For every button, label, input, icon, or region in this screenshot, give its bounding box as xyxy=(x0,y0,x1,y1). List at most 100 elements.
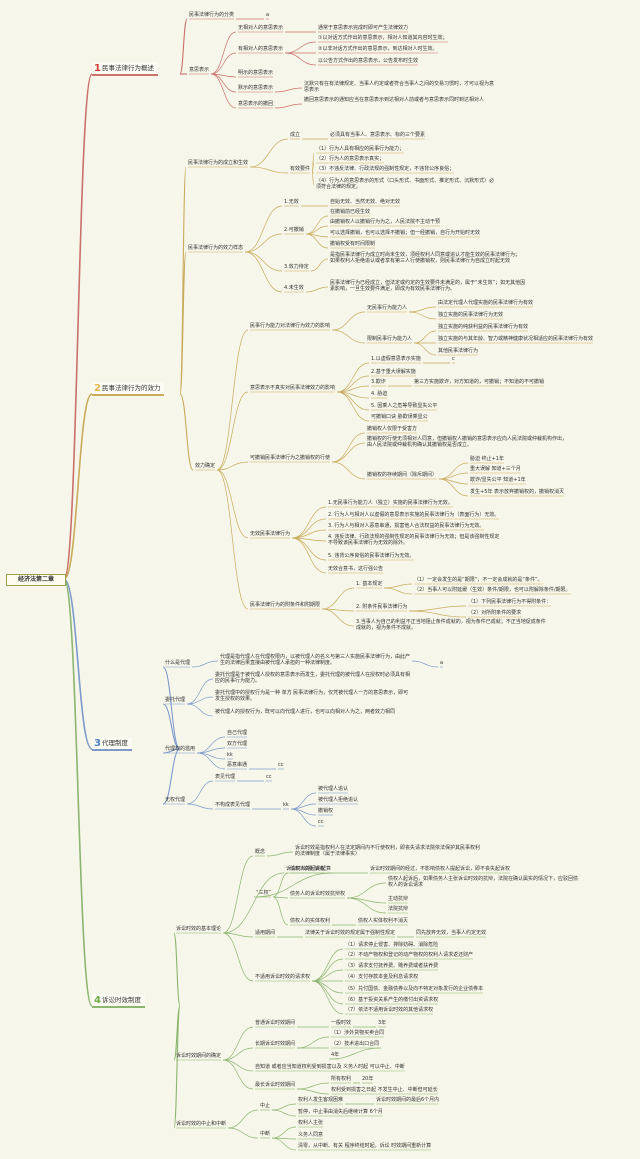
node-22[interactable]: 民事法律行为的效力样态 xyxy=(188,245,244,251)
node-127[interactable]: （2）技术进出口合同 xyxy=(331,1041,380,1047)
node-18[interactable]: （1）行为人具有相应的民事行为能力； xyxy=(316,146,405,152)
node-104[interactable]: 债务人的诉讼时效抗辩权 xyxy=(290,891,346,897)
node-63[interactable]: 3. 行为人与相对人恶意串通，损害他人合法权益的民事法律行为无效。 xyxy=(328,523,485,529)
node-79[interactable]: 委托代理是于被代理人授权的意思表示而发生，委托代理的被代理人在授权时必须具有相应… xyxy=(215,672,411,684)
node-54[interactable]: 撤销权的行使无须相对人同意，但撤销权人撤销的意思表示应向人民法院或仲裁机构作出，… xyxy=(367,436,568,448)
node-94[interactable]: 被代理人拒绝追认 xyxy=(318,797,359,803)
node-24[interactable]: 自始无效、当然无效、绝对无效 xyxy=(330,199,401,205)
node-51[interactable]: 可撤销口诀 胁欺误乘显公 xyxy=(371,414,428,420)
node-78[interactable]: 委托代理 xyxy=(165,697,186,703)
node-13[interactable]: 撤回意思表示的通知应当在意思表示到达相对人前或者与意思表示同时到达相对人 xyxy=(304,97,485,103)
node-92[interactable]: kk xyxy=(283,802,289,808)
node-16[interactable]: 必须具有当事人、意思表示、标的三个要素 xyxy=(330,132,426,138)
node-142[interactable]: 清零，从中断、有关 程序终结时起，诉讼 时效期间重新计算 xyxy=(298,1143,432,1149)
node-45[interactable]: c xyxy=(452,356,455,362)
node-47[interactable]: 3.欺诈 xyxy=(371,379,386,385)
node-14[interactable]: 民事法律行为的成立和生效 xyxy=(188,160,249,166)
node-86[interactable]: 恶意串通 xyxy=(227,762,248,768)
node-135[interactable]: 中止 xyxy=(260,1103,271,1109)
node-59[interactable]: 发生+5年 表示放弃撤销权的，撤销权消灭 xyxy=(470,489,564,495)
node-109[interactable]: 债权人实体权利不消灭 xyxy=(358,918,409,924)
section-4[interactable]: 4诉讼时效制度 xyxy=(92,994,145,1008)
node-65[interactable]: 5. 违背公序良俗的民事法律行为无效。 xyxy=(328,553,415,559)
node-29[interactable]: 撤销权受有时间限制 xyxy=(330,241,376,247)
node-28[interactable]: 可以选择撤销，也可以选择不撤销；但一经撤销，自行为开始时无效 xyxy=(330,230,481,236)
node-140[interactable]: 权利人主张 xyxy=(298,1120,324,1126)
node-4[interactable]: 通常于意思表示完成时即可产生法律效力 xyxy=(318,25,409,31)
node-32[interactable]: 4.未生效 xyxy=(284,285,304,291)
node-30[interactable]: 3.效力待定 xyxy=(284,264,309,270)
node-50[interactable]: 5. 因乘人之危等导致显失公平 xyxy=(371,403,438,409)
node-122[interactable]: 普通诉讼时效期间 xyxy=(255,1020,296,1026)
node-121[interactable]: 诉讼时效期间的确定 xyxy=(176,1053,222,1059)
node-134[interactable]: 诉讼时效的中止和中断 xyxy=(176,1121,227,1127)
node-26[interactable]: 在撤销前已经生效 xyxy=(330,209,371,215)
node-75[interactable]: 什么是代理 xyxy=(165,660,191,666)
node-118[interactable]: （5）兑付国债、金融债券以及向不特定对象发行的企业债券本 xyxy=(345,986,484,992)
node-103[interactable]: 诉讼时效期间的经过，不影响债权人提起诉讼，即不丧失起诉权 xyxy=(370,866,511,872)
node-95[interactable]: 撤销权 xyxy=(318,808,334,814)
node-96[interactable]: cc xyxy=(318,819,324,825)
node-114[interactable]: （1）请求停止侵害、排除妨碍、消除危险 xyxy=(345,942,439,948)
node-76[interactable]: 代理是指代理人在代理权限内，以被代理人的名义与第三人实施民事法律行为，由此产生的… xyxy=(220,654,411,666)
node-5[interactable]: 有相对人的意思表示 xyxy=(238,46,284,52)
node-37[interactable]: 由法定代理人代理实施的民事法律行为有效 xyxy=(438,300,534,306)
node-126[interactable]: （1）涉外货物买卖合同 xyxy=(331,1030,385,1036)
node-82[interactable]: 代理权的滥用 xyxy=(165,746,196,752)
node-116[interactable]: （3）请求支付抚养费、赡养费或者扶养费 xyxy=(345,963,439,969)
node-108[interactable]: 债权人的实体权利 xyxy=(290,918,331,924)
node-56[interactable]: 胁迫 终止+1年 xyxy=(470,456,504,462)
node-80[interactable]: 委托代理中的授权行为是一种 单方 民事法律行为，仅凭被代理人一方的意思表示，即可… xyxy=(215,690,409,702)
node-53[interactable]: 撤销权人仅限于受害方 xyxy=(367,426,418,432)
node-1[interactable]: a xyxy=(266,12,270,18)
node-67[interactable]: 民事法律行为的附条件和附期限 xyxy=(250,602,321,608)
section-3[interactable]: 3代理制度 xyxy=(92,737,132,751)
node-34[interactable]: 效力确定 xyxy=(195,463,216,469)
node-17[interactable]: 有效要件 xyxy=(290,166,311,172)
node-110[interactable]: 适用期间 xyxy=(255,930,276,936)
node-69[interactable]: （1）一定会发生的是“期限”，不一定会成就的是“条件”。 xyxy=(414,577,543,583)
node-141[interactable]: 义务人同意 xyxy=(298,1132,324,1138)
node-57[interactable]: 重大误解 知道+三个月 xyxy=(470,466,521,472)
node-125[interactable]: 长期诉讼时效期间 xyxy=(255,1041,296,1047)
node-72[interactable]: （1）下列民事法律行为不得附条件： xyxy=(468,599,552,605)
node-120[interactable]: （7）依法不适用诉讼时效的其他请求权 xyxy=(345,1007,434,1013)
node-136[interactable]: 权利人发生客观困难 xyxy=(298,1097,344,1103)
node-7[interactable]: ②以非对话方式作出的意思表示，到达相对人时生效。 xyxy=(318,46,438,52)
node-35[interactable]: 民事行为能力对法律行为效力的影响 xyxy=(250,323,331,329)
node-105[interactable]: 债权人起诉后，如果债务人主张诉讼时效的抗辩，法院在确认属实的情况下，应驳回债权人… xyxy=(388,876,579,888)
node-48[interactable]: 第三方实施欺诈，对方知道的，可撤销；不知道的不可撤销 xyxy=(414,379,545,385)
node-52[interactable]: 可撤销民事法律行为之撤销权的行使 xyxy=(250,455,331,461)
node-130[interactable]: 最长诉讼时效期间 xyxy=(255,1082,296,1088)
node-88[interactable]: 无权代理 xyxy=(165,797,186,803)
node-98[interactable]: 概念 xyxy=(255,849,266,855)
node-10[interactable]: 默示的意思表示 xyxy=(238,85,274,91)
node-91[interactable]: 不构成表见代理 xyxy=(215,802,251,808)
node-41[interactable]: 独立实施的与其年龄、智力或精神健康状况相适应的民事法律行为有效 xyxy=(438,336,594,342)
node-124[interactable]: 3年 xyxy=(378,1020,387,1026)
node-97[interactable]: 诉讼时效的基本理论 xyxy=(176,926,222,932)
node-119[interactable]: （6）基于投资关系产生的缴付出资请求权 xyxy=(345,997,439,1003)
node-36[interactable]: 无民事行为能力人 xyxy=(367,305,408,311)
root-node[interactable]: 经济法第二章 xyxy=(6,574,66,586)
node-11[interactable]: 沉默只有在有法律规定、当事人约定或者符合当事人之间的交易习惯时，才可以视为意思表… xyxy=(304,81,495,93)
node-15[interactable]: 成立 xyxy=(290,132,301,138)
node-137[interactable]: 诉讼时效期间的最后6个月内 xyxy=(376,1097,440,1103)
node-61[interactable]: 1.无民事行为能力人（独立）实施的民事法律行为无效。 xyxy=(328,500,453,506)
node-66[interactable]: 无效合意书，这行强公告 xyxy=(328,566,384,572)
node-129[interactable]: 自知道 或者应当知道权利受到损害以及 义务人时起 可以中止、中断 xyxy=(255,1064,405,1070)
node-42[interactable]: 其他民事法律行为 xyxy=(438,348,479,354)
node-83[interactable]: 自己代理 xyxy=(227,730,248,736)
node-89[interactable]: 表见代理 xyxy=(215,774,236,780)
node-101[interactable]: “三权” xyxy=(256,890,272,896)
node-71[interactable]: 2. 附条件民事法律行为 xyxy=(356,604,408,610)
node-49[interactable]: 4. 胁迫 xyxy=(371,391,388,397)
node-99[interactable]: 诉讼时效是指权利人在法定期间内不行使权利，即丧失请求法院依法保护其民事权利的法律… xyxy=(295,845,481,857)
node-112[interactable]: 同先放弃无效，当事人约定无效 xyxy=(416,930,487,936)
node-62[interactable]: 2. 行为人与相对人以虚假的意思表示实施的民事法律行为（表面行为）无效。 xyxy=(328,512,500,518)
node-9[interactable]: 明示的意思表示 xyxy=(238,70,274,76)
node-106[interactable]: 主动抗辩 xyxy=(388,896,409,902)
node-113[interactable]: 不适用诉讼时效的请求权 xyxy=(255,974,311,980)
node-46[interactable]: 2.基于重大误解实施 xyxy=(371,369,416,375)
node-139[interactable]: 中断 xyxy=(260,1131,271,1137)
